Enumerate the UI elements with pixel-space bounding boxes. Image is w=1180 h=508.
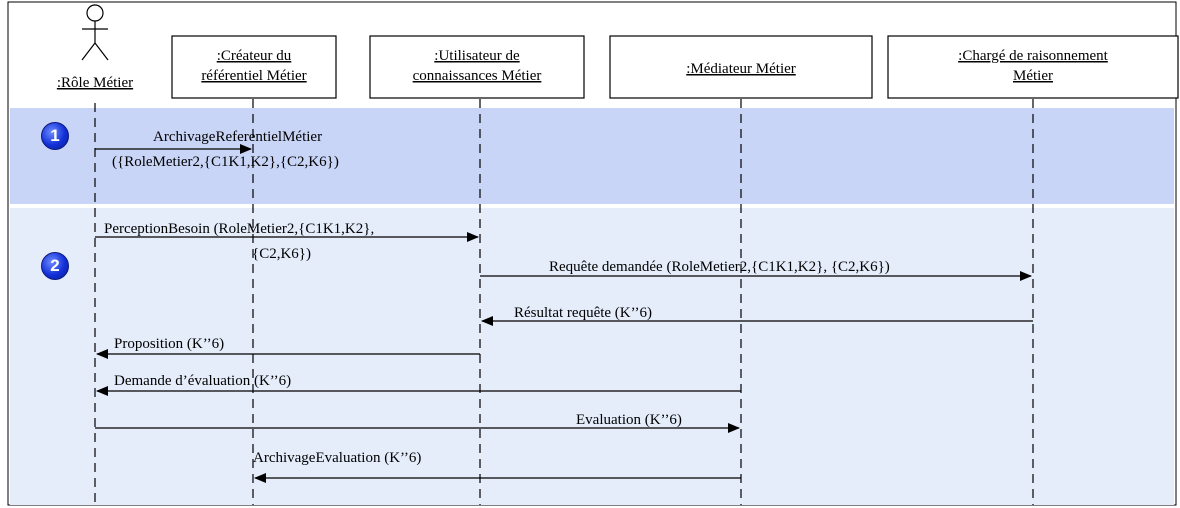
message-label-7: Evaluation (K’’6): [576, 412, 682, 428]
actor-head: [86, 4, 104, 22]
object-label-4: Métier: [1013, 68, 1053, 84]
object-box-4: [887, 35, 1179, 99]
message-label-2: {C2,K6}): [252, 246, 311, 262]
message-label-2: PerceptionBesoin (RoleMetier2,{C1K1,K2},: [104, 221, 374, 237]
object-label-1: :Créateur du: [217, 48, 292, 64]
actor-left-leg: [81, 42, 96, 61]
message-label-6: Demande d’évaluation (K’’6): [114, 373, 291, 389]
message-label-8: ArchivageEvaluation (K’’6): [253, 450, 421, 466]
object-label-2: connaissances Métier: [413, 68, 542, 84]
object-label-2: :Utilisateur de: [434, 48, 520, 64]
actor-right-leg: [94, 42, 109, 61]
message-label-4: Résultat requête (K’’6): [514, 305, 652, 321]
step-2-band: [10, 208, 1174, 505]
message-label-1: ArchivageReferentielMétier: [153, 129, 322, 145]
message-label-5: Proposition (K’’6): [114, 336, 224, 352]
actor-label: :Rôle Métier: [57, 75, 133, 91]
step-1-band: [10, 108, 1174, 204]
object-label-3: :Médiateur Métier: [686, 61, 796, 77]
object-box-2: [369, 35, 585, 99]
step-1-badge: 1: [41, 122, 69, 150]
object-box-3: [609, 35, 873, 99]
message-label-1: ({RoleMetier2,{C1K1,K2},{C2,K6}): [112, 154, 339, 170]
object-label-1: référentiel Métier: [201, 68, 306, 84]
object-box-1: [171, 35, 337, 99]
message-label-3: Requête demandée (RoleMetier2,{C1K1,K2},…: [549, 259, 890, 275]
step-2-badge: 2: [41, 252, 69, 280]
object-label-4: :Chargé de raisonnement: [958, 48, 1109, 64]
